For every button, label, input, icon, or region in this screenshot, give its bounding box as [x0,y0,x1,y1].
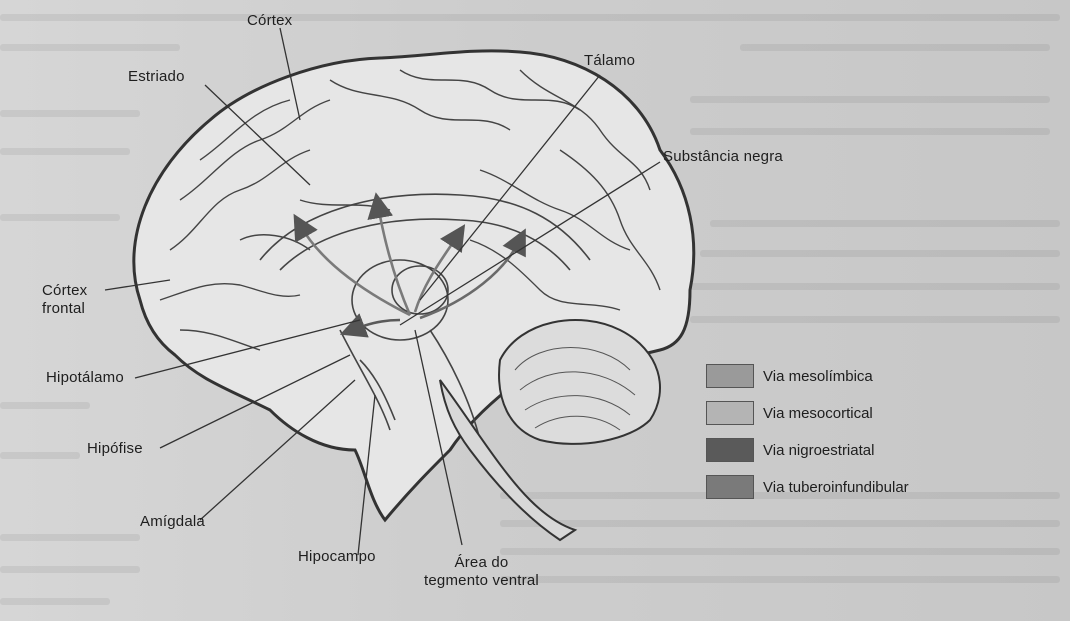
legend-swatch [706,401,754,425]
brain-outline [134,51,694,520]
label-area-tegmento-ventral: Área do tegmento ventral [424,554,539,590]
label-cortex-frontal-line1: Córtex [42,282,87,300]
label-cortex: Córtex [247,12,292,30]
label-talamo: Tálamo [584,52,635,70]
legend-swatch [706,475,754,499]
legend-label: Via nigroestriatal [763,442,874,459]
legend-item-mesolimbica: Via mesolímbica [706,361,966,391]
label-substancia-negra: Substância negra [663,148,783,166]
label-hipocampo: Hipocampo [298,548,376,566]
legend-swatch [706,364,754,388]
label-estriado: Estriado [128,68,185,86]
legend-label: Via mesolímbica [763,368,873,385]
label-area-tegmento-line1: Área do [424,554,539,572]
label-hipofise: Hipófise [87,440,143,458]
label-cortex-frontal-line2: frontal [42,300,87,318]
legend-item-tuberoinfundibular: Via tuberoinfundibular [706,472,966,502]
label-cortex-frontal: Córtex frontal [42,282,87,318]
legend-item-nigroestriatal: Via nigroestriatal [706,435,966,465]
legend-label: Via tuberoinfundibular [763,479,909,496]
legend-label: Via mesocortical [763,405,873,422]
label-area-tegmento-line2: tegmento ventral [424,572,539,590]
label-amigdala: Amígdala [140,513,205,531]
legend-item-mesocortical: Via mesocortical [706,398,966,428]
label-hipotalamo: Hipotálamo [46,369,124,387]
legend-swatch [706,438,754,462]
legend: Via mesolímbica Via mesocortical Via nig… [706,361,966,509]
